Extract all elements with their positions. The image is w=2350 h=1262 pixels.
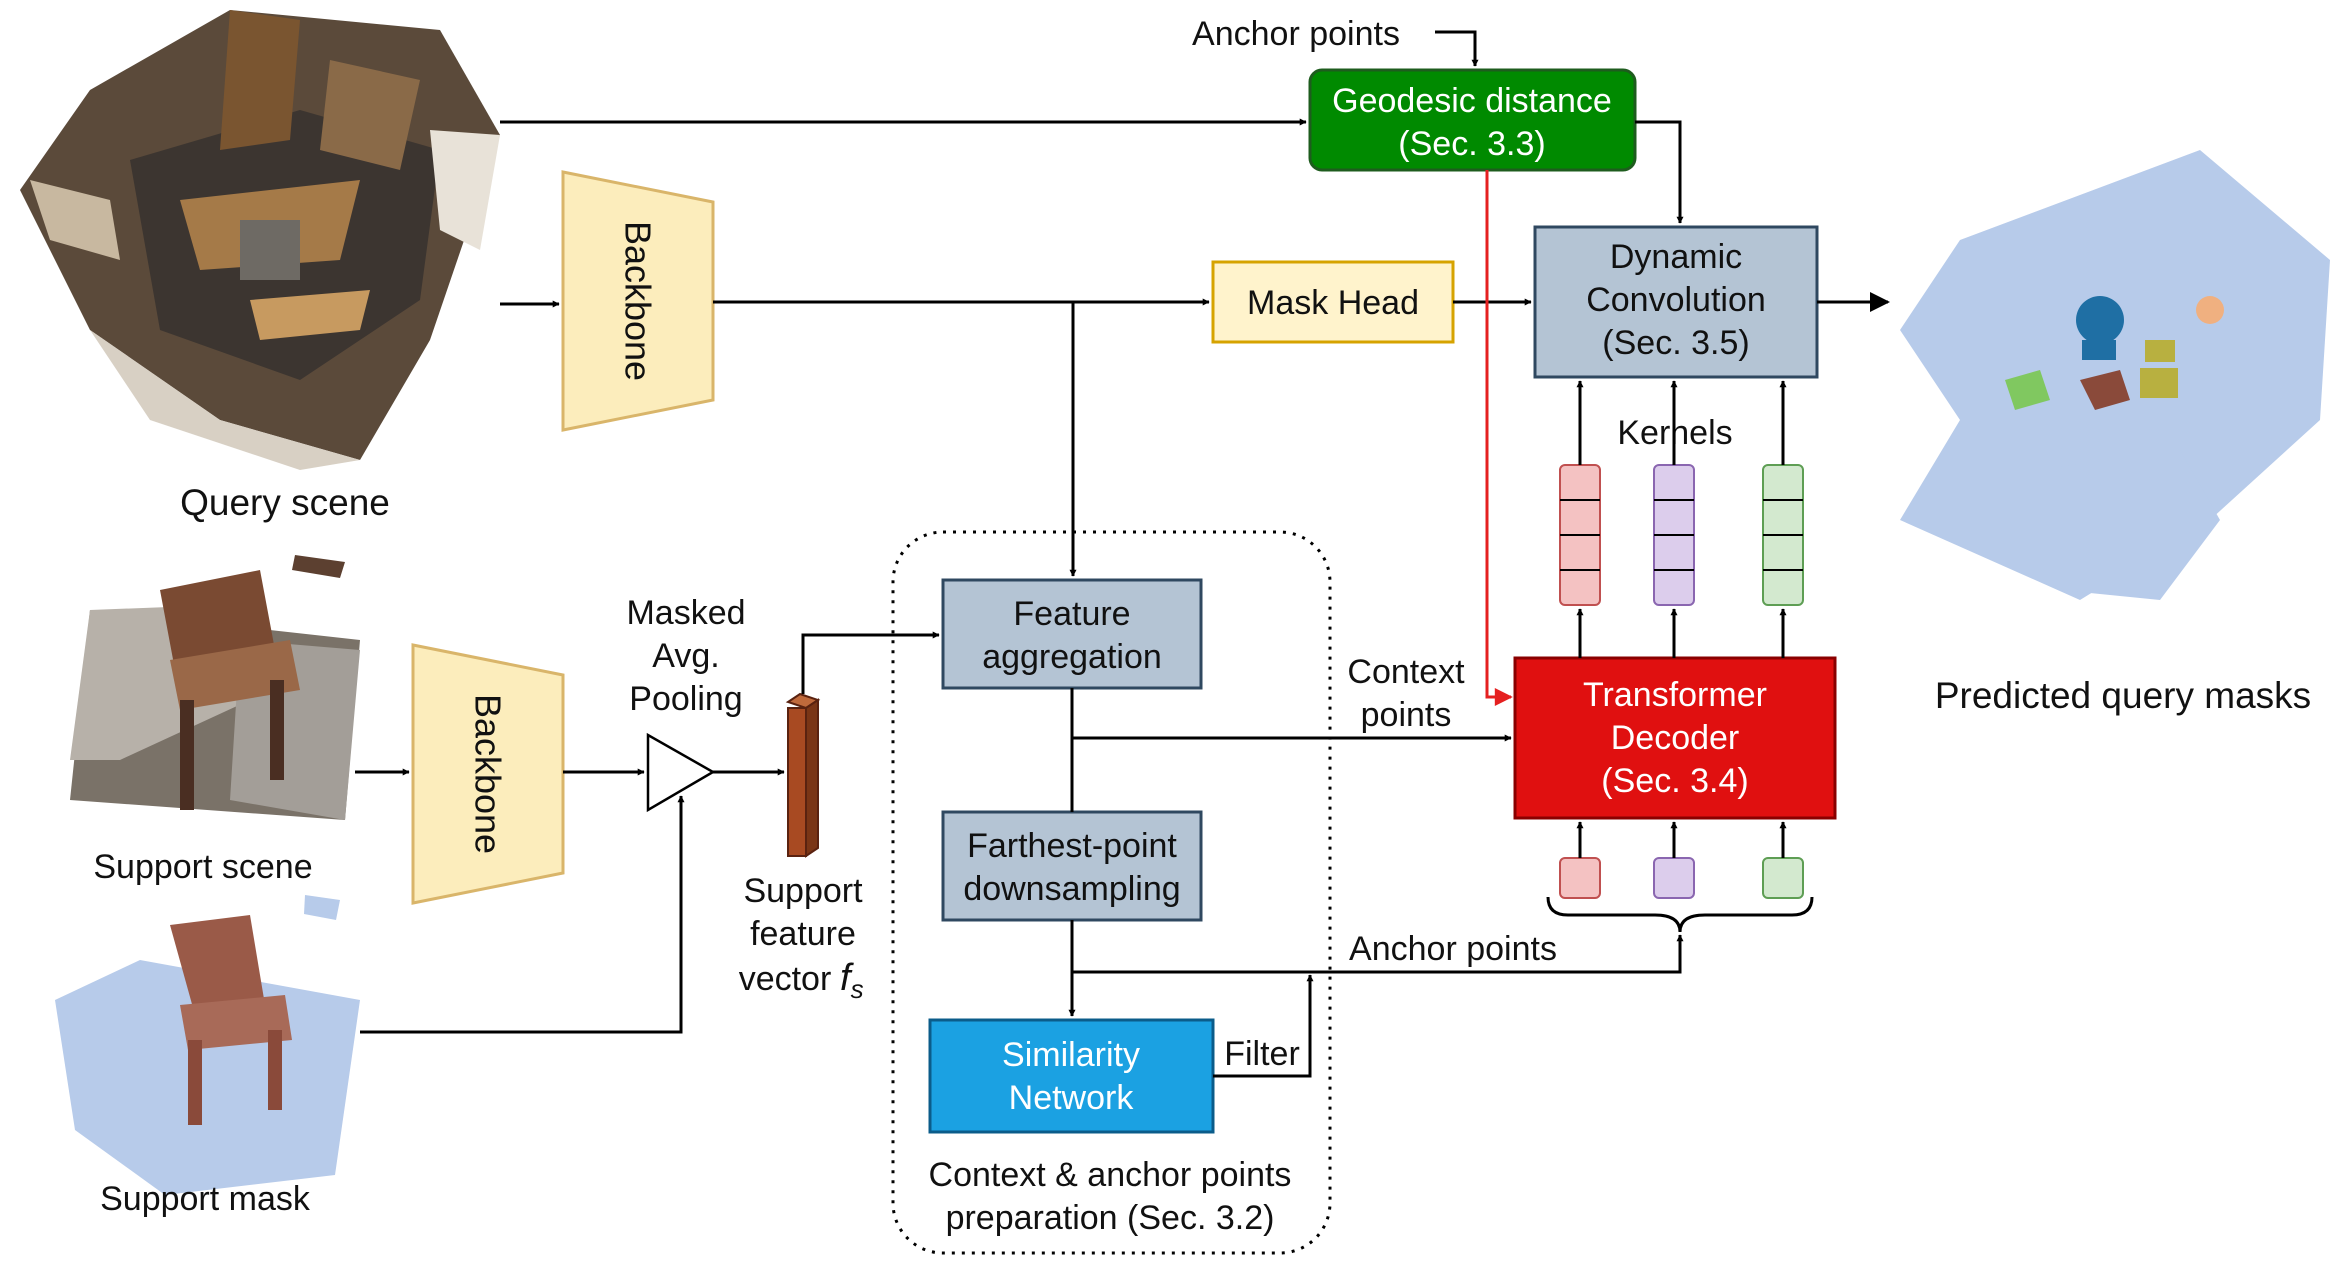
dynamic-convolution-box: Dynamic Convolution (Sec. 3.5)	[1533, 225, 1819, 379]
query-scene-image	[20, 10, 500, 470]
anchor-points-top-label: Anchor points	[1192, 15, 1400, 53]
support-feature-symbol-f: f	[840, 957, 854, 999]
support-mask-image	[55, 895, 360, 1195]
support-feature-label-line2: feature	[750, 915, 856, 953]
dynamic-conv-line2: Convolution	[1586, 281, 1766, 319]
predicted-masks-image	[1900, 150, 2330, 600]
context-anchor-preparation-group	[891, 530, 1332, 1255]
transformer-line2: Decoder	[1611, 719, 1740, 757]
transformer-decoder-box: Transformer Decoder (Sec. 3.4)	[1513, 656, 1837, 820]
kernel-stack-green	[1762, 464, 1804, 606]
filter-label: Filter	[1224, 1035, 1300, 1073]
kernel-stack-purple	[1653, 464, 1695, 606]
geodesic-distance-box: Geodesic distance (Sec. 3.3)	[1308, 68, 1637, 172]
masked-pooling-label-line2: Avg.	[652, 637, 719, 675]
query-brace	[1546, 896, 1814, 933]
anchor-points-bottom-label: Anchor points	[1349, 930, 1557, 968]
support-feature-label-line1: Support	[743, 872, 863, 910]
arrow-mask-to-pooling	[360, 795, 685, 1034]
arrow-vector-to-feature-agg	[801, 631, 940, 694]
query-token-purple	[1653, 857, 1695, 899]
arrow-geodesic-to-dynconv	[1635, 120, 1684, 224]
backbone-top-label: Backbone	[618, 221, 659, 381]
mask-head-box: Mask Head	[1211, 260, 1455, 344]
backbone-bottom: Backbone	[411, 643, 565, 905]
farthest-point-downsampling-box: Farthest-point downsampling	[941, 810, 1203, 922]
query-token-pink	[1559, 857, 1601, 899]
dynamic-conv-line3: (Sec. 3.5)	[1602, 324, 1749, 362]
context-points-label-line1: Context	[1347, 653, 1465, 691]
support-feature-vector	[785, 692, 821, 858]
query-scene-label: Query scene	[180, 482, 390, 523]
mask-head-label: Mask Head	[1247, 284, 1419, 322]
similarity-line2: Network	[1009, 1079, 1135, 1117]
query-token-green	[1762, 857, 1804, 899]
fps-line2: downsampling	[963, 870, 1180, 908]
arrow-filter	[1213, 974, 1314, 1078]
transformer-line3: (Sec. 3.4)	[1601, 762, 1748, 800]
arrow-geodesic-to-transformer	[1485, 170, 1513, 706]
masked-avg-pooling-triangle	[646, 732, 716, 813]
fps-line1: Farthest-point	[967, 827, 1177, 865]
support-feature-word: vector	[739, 960, 832, 998]
support-scene-label: Support scene	[93, 848, 312, 886]
geodesic-line1: Geodesic distance	[1332, 82, 1612, 120]
geodesic-line2: (Sec. 3.3)	[1398, 125, 1545, 163]
similarity-line1: Similarity	[1002, 1036, 1140, 1074]
transformer-line1: Transformer	[1583, 676, 1767, 714]
support-scene-image	[70, 555, 360, 820]
connectors	[355, 30, 1890, 1078]
masked-pooling-label-line1: Masked	[626, 594, 745, 632]
kernel-stack-pink	[1559, 464, 1601, 606]
feature-agg-line2: aggregation	[982, 638, 1162, 676]
masked-pooling-label-line3: Pooling	[629, 680, 742, 718]
support-feature-symbol-sub: s	[851, 974, 864, 1004]
support-feature-symbol: fs	[840, 957, 864, 1004]
dynamic-conv-line1: Dynamic	[1610, 238, 1742, 276]
support-mask-label: Support mask	[100, 1180, 311, 1218]
arrow-anchor-to-brace	[1072, 934, 1684, 974]
predicted-query-masks-label: Predicted query masks	[1935, 675, 2311, 716]
similarity-network-box: Similarity Network	[928, 1018, 1215, 1134]
group-caption-line2: preparation (Sec. 3.2)	[946, 1199, 1275, 1237]
backbone-bottom-label: Backbone	[468, 694, 509, 854]
feature-agg-line1: Feature	[1013, 595, 1130, 633]
feature-aggregation-box: Feature aggregation	[941, 578, 1203, 690]
context-points-label-line2: points	[1361, 696, 1452, 734]
arrow-anchor-to-geodesic	[1435, 30, 1479, 67]
support-feature-label-line3: vector	[739, 960, 832, 998]
backbone-top: Backbone	[561, 170, 715, 432]
group-caption-line1: Context & anchor points	[929, 1156, 1292, 1194]
